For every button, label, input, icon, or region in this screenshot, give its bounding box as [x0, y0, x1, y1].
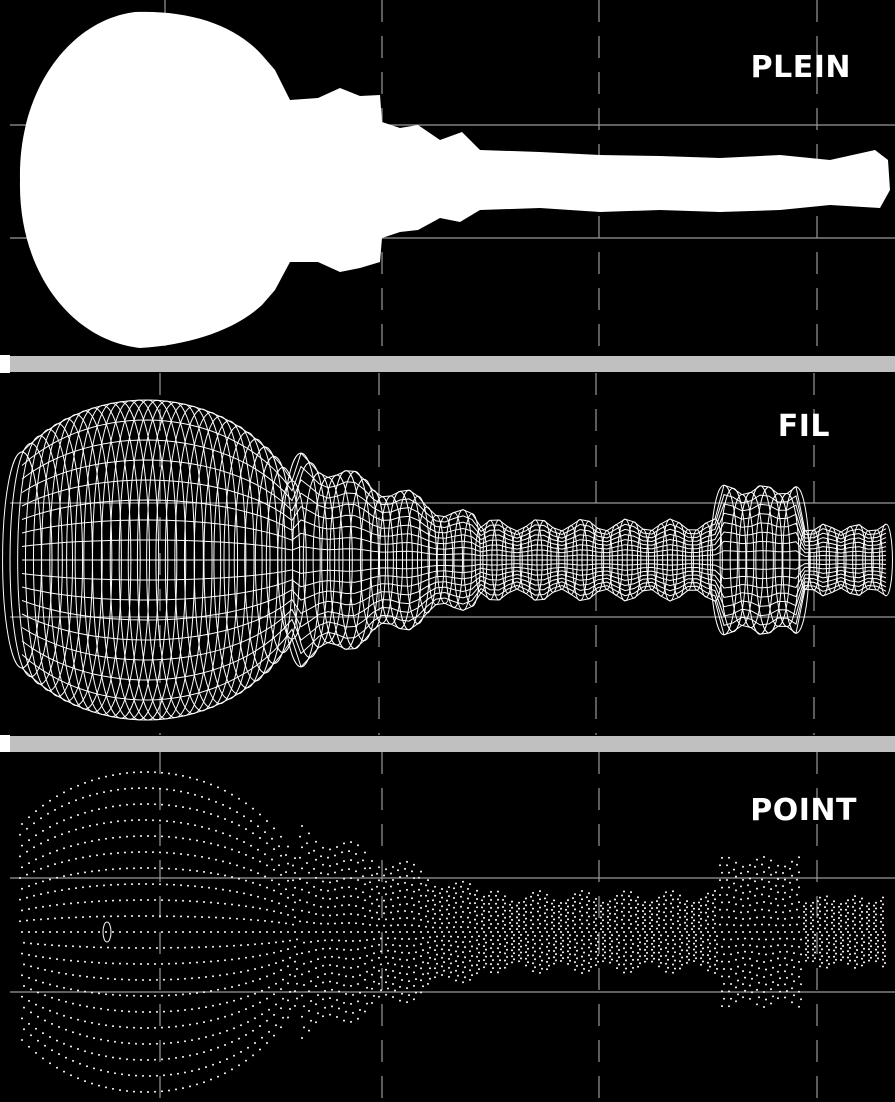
render-panel-plein: PLEIN	[0, 0, 895, 355]
plein-render-canvas	[10, 0, 895, 355]
panel-label-plein: PLEIN	[750, 50, 851, 85]
point-cloud	[19, 771, 886, 1093]
panel-label-point: POINT	[750, 793, 857, 828]
fil-render-canvas	[2, 373, 895, 735]
render-panel-point: POINT	[0, 752, 895, 1102]
grid-lines	[10, 752, 895, 1102]
panel-label-fil: FIL	[777, 409, 830, 444]
point-render-canvas	[10, 752, 895, 1102]
panel-separator	[10, 736, 895, 752]
wireframe-mesh	[2, 399, 893, 721]
panel-separator	[10, 356, 895, 372]
render-panel-fil: FIL	[0, 373, 895, 735]
solid-shape	[19, 11, 891, 348]
